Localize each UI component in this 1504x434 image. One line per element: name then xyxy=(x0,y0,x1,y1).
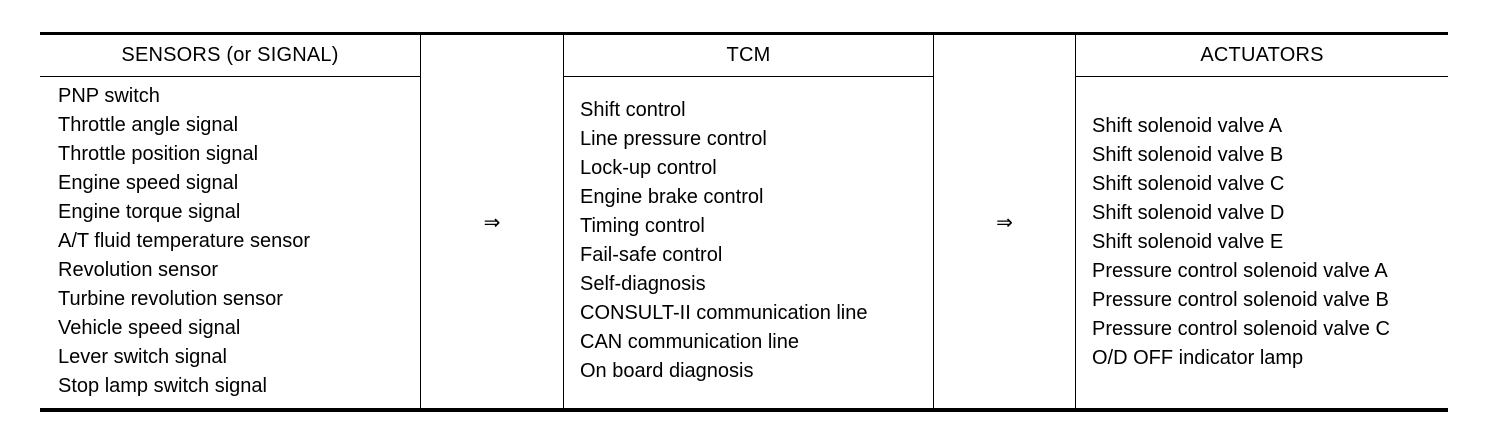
sensor-item: Engine speed signal xyxy=(58,172,239,194)
sensor-item: Lever switch signal xyxy=(58,346,227,368)
column-divider xyxy=(1075,35,1076,408)
sensor-item: Throttle position signal xyxy=(58,143,259,165)
tcm-item: CAN communication line xyxy=(580,331,799,353)
tcm-item: Shift control xyxy=(580,99,686,121)
tcm-item: Self-diagnosis xyxy=(580,273,706,295)
actuator-item: Pressure control solenoid valve C xyxy=(1092,318,1390,340)
sensor-item: A/T fluid temperature sensor xyxy=(58,230,310,252)
tcm-item: Timing control xyxy=(580,215,705,237)
actuator-item: Shift solenoid valve E xyxy=(1092,231,1284,253)
actuator-item: Shift solenoid valve D xyxy=(1092,202,1285,224)
sensors-column: SENSORS (or SIGNAL) PNP switch Throttle … xyxy=(40,35,420,408)
tcm-column: TCM Shift control Line pressure control … xyxy=(564,35,933,408)
column-divider xyxy=(420,35,421,408)
sensor-item: Throttle angle signal xyxy=(58,114,239,136)
input-output-table: SENSORS (or SIGNAL) PNP switch Throttle … xyxy=(40,32,1448,412)
actuators-header: ACTUATORS xyxy=(1076,35,1448,77)
sensor-item: Turbine revolution sensor xyxy=(58,288,283,310)
tcm-item: On board diagnosis xyxy=(580,360,754,382)
actuator-item: Shift solenoid valve C xyxy=(1092,173,1285,195)
column-divider xyxy=(563,35,564,408)
tcm-item: Engine brake control xyxy=(580,186,764,208)
sensor-item: PNP switch xyxy=(58,85,160,107)
tcm-item: Fail-safe control xyxy=(580,244,723,266)
arrow-column-2: ⇒ xyxy=(934,35,1075,408)
column-divider xyxy=(933,35,934,408)
actuator-item: Shift solenoid valve B xyxy=(1092,144,1284,166)
tcm-item: CONSULT-II communication line xyxy=(580,302,868,324)
sensors-list: PNP switch Throttle angle signal Throttl… xyxy=(58,82,310,401)
arrow-column-1: ⇒ xyxy=(421,35,563,408)
sensor-item: Vehicle speed signal xyxy=(58,317,241,339)
actuator-item: O/D OFF indicator lamp xyxy=(1092,347,1304,369)
actuator-item: Pressure control solenoid valve B xyxy=(1092,289,1389,311)
sensor-item: Stop lamp switch signal xyxy=(58,375,267,397)
flow-arrow-icon: ⇒ xyxy=(996,209,1013,234)
actuator-item: Shift solenoid valve A xyxy=(1092,115,1283,137)
tcm-item: Lock-up control xyxy=(580,157,717,179)
actuator-item: Pressure control solenoid valve A xyxy=(1092,260,1388,282)
tcm-list: Shift control Line pressure control Lock… xyxy=(580,96,868,386)
actuators-list: Shift solenoid valve A Shift solenoid va… xyxy=(1092,112,1390,373)
flow-arrow-icon: ⇒ xyxy=(483,209,501,234)
sensors-header: SENSORS (or SIGNAL) xyxy=(40,35,420,77)
sensor-item: Engine torque signal xyxy=(58,201,241,223)
actuators-column: ACTUATORS Shift solenoid valve A Shift s… xyxy=(1076,35,1448,408)
tcm-item: Line pressure control xyxy=(580,128,767,150)
sensor-item: Revolution sensor xyxy=(58,259,219,281)
tcm-header: TCM xyxy=(564,35,933,77)
